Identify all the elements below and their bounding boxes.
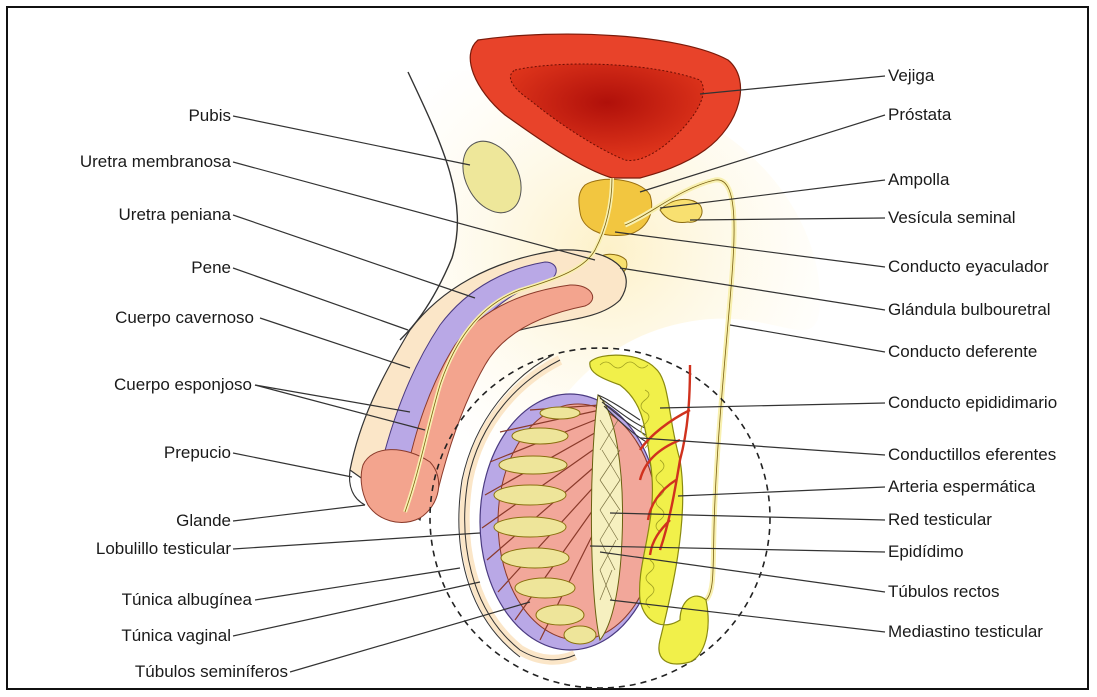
label-uretra-membranosa: Uretra membranosa [80, 152, 231, 172]
label-glandula-bulbouretral: Glándula bulbouretral [888, 300, 1051, 320]
label-vesicula-seminal: Vesícula seminal [888, 208, 1016, 228]
label-tubulos-seminiferos: Túbulos seminíferos [135, 662, 288, 682]
label-epididimo: Epidídimo [888, 542, 964, 562]
label-conducto-deferente: Conducto deferente [888, 342, 1037, 362]
label-conducto-eyaculador: Conducto eyaculador [888, 257, 1049, 277]
glans [361, 450, 439, 523]
label-mediastino-testicular: Mediastino testicular [888, 622, 1043, 642]
label-cuerpo-cavernoso: Cuerpo cavernoso [115, 308, 254, 328]
label-arteria-espermatica: Arteria espermática [888, 477, 1035, 497]
label-ampolla: Ampolla [888, 170, 949, 190]
label-prostata: Próstata [888, 105, 951, 125]
label-lobulillo-testicular: Lobulillo testicular [96, 539, 231, 559]
label-vejiga: Vejiga [888, 66, 934, 86]
label-tunica-albuginea: Túnica albugínea [122, 590, 252, 610]
label-pene: Pene [191, 258, 231, 278]
label-prepucio: Prepucio [164, 443, 231, 463]
label-red-testicular: Red testicular [888, 510, 992, 530]
label-cuerpo-esponjoso: Cuerpo esponjoso [114, 375, 252, 395]
label-tunica-vaginal: Túnica vaginal [121, 626, 231, 646]
label-conducto-epididimario: Conducto epididimario [888, 393, 1057, 413]
label-tubulos-rectos: Túbulos rectos [888, 582, 1000, 602]
label-uretra-peniana: Uretra peniana [119, 205, 231, 225]
label-pubis: Pubis [188, 106, 231, 126]
prostate [579, 179, 652, 235]
label-glande: Glande [176, 511, 231, 531]
label-conductillos-eferentes: Conductillos eferentes [888, 445, 1056, 465]
